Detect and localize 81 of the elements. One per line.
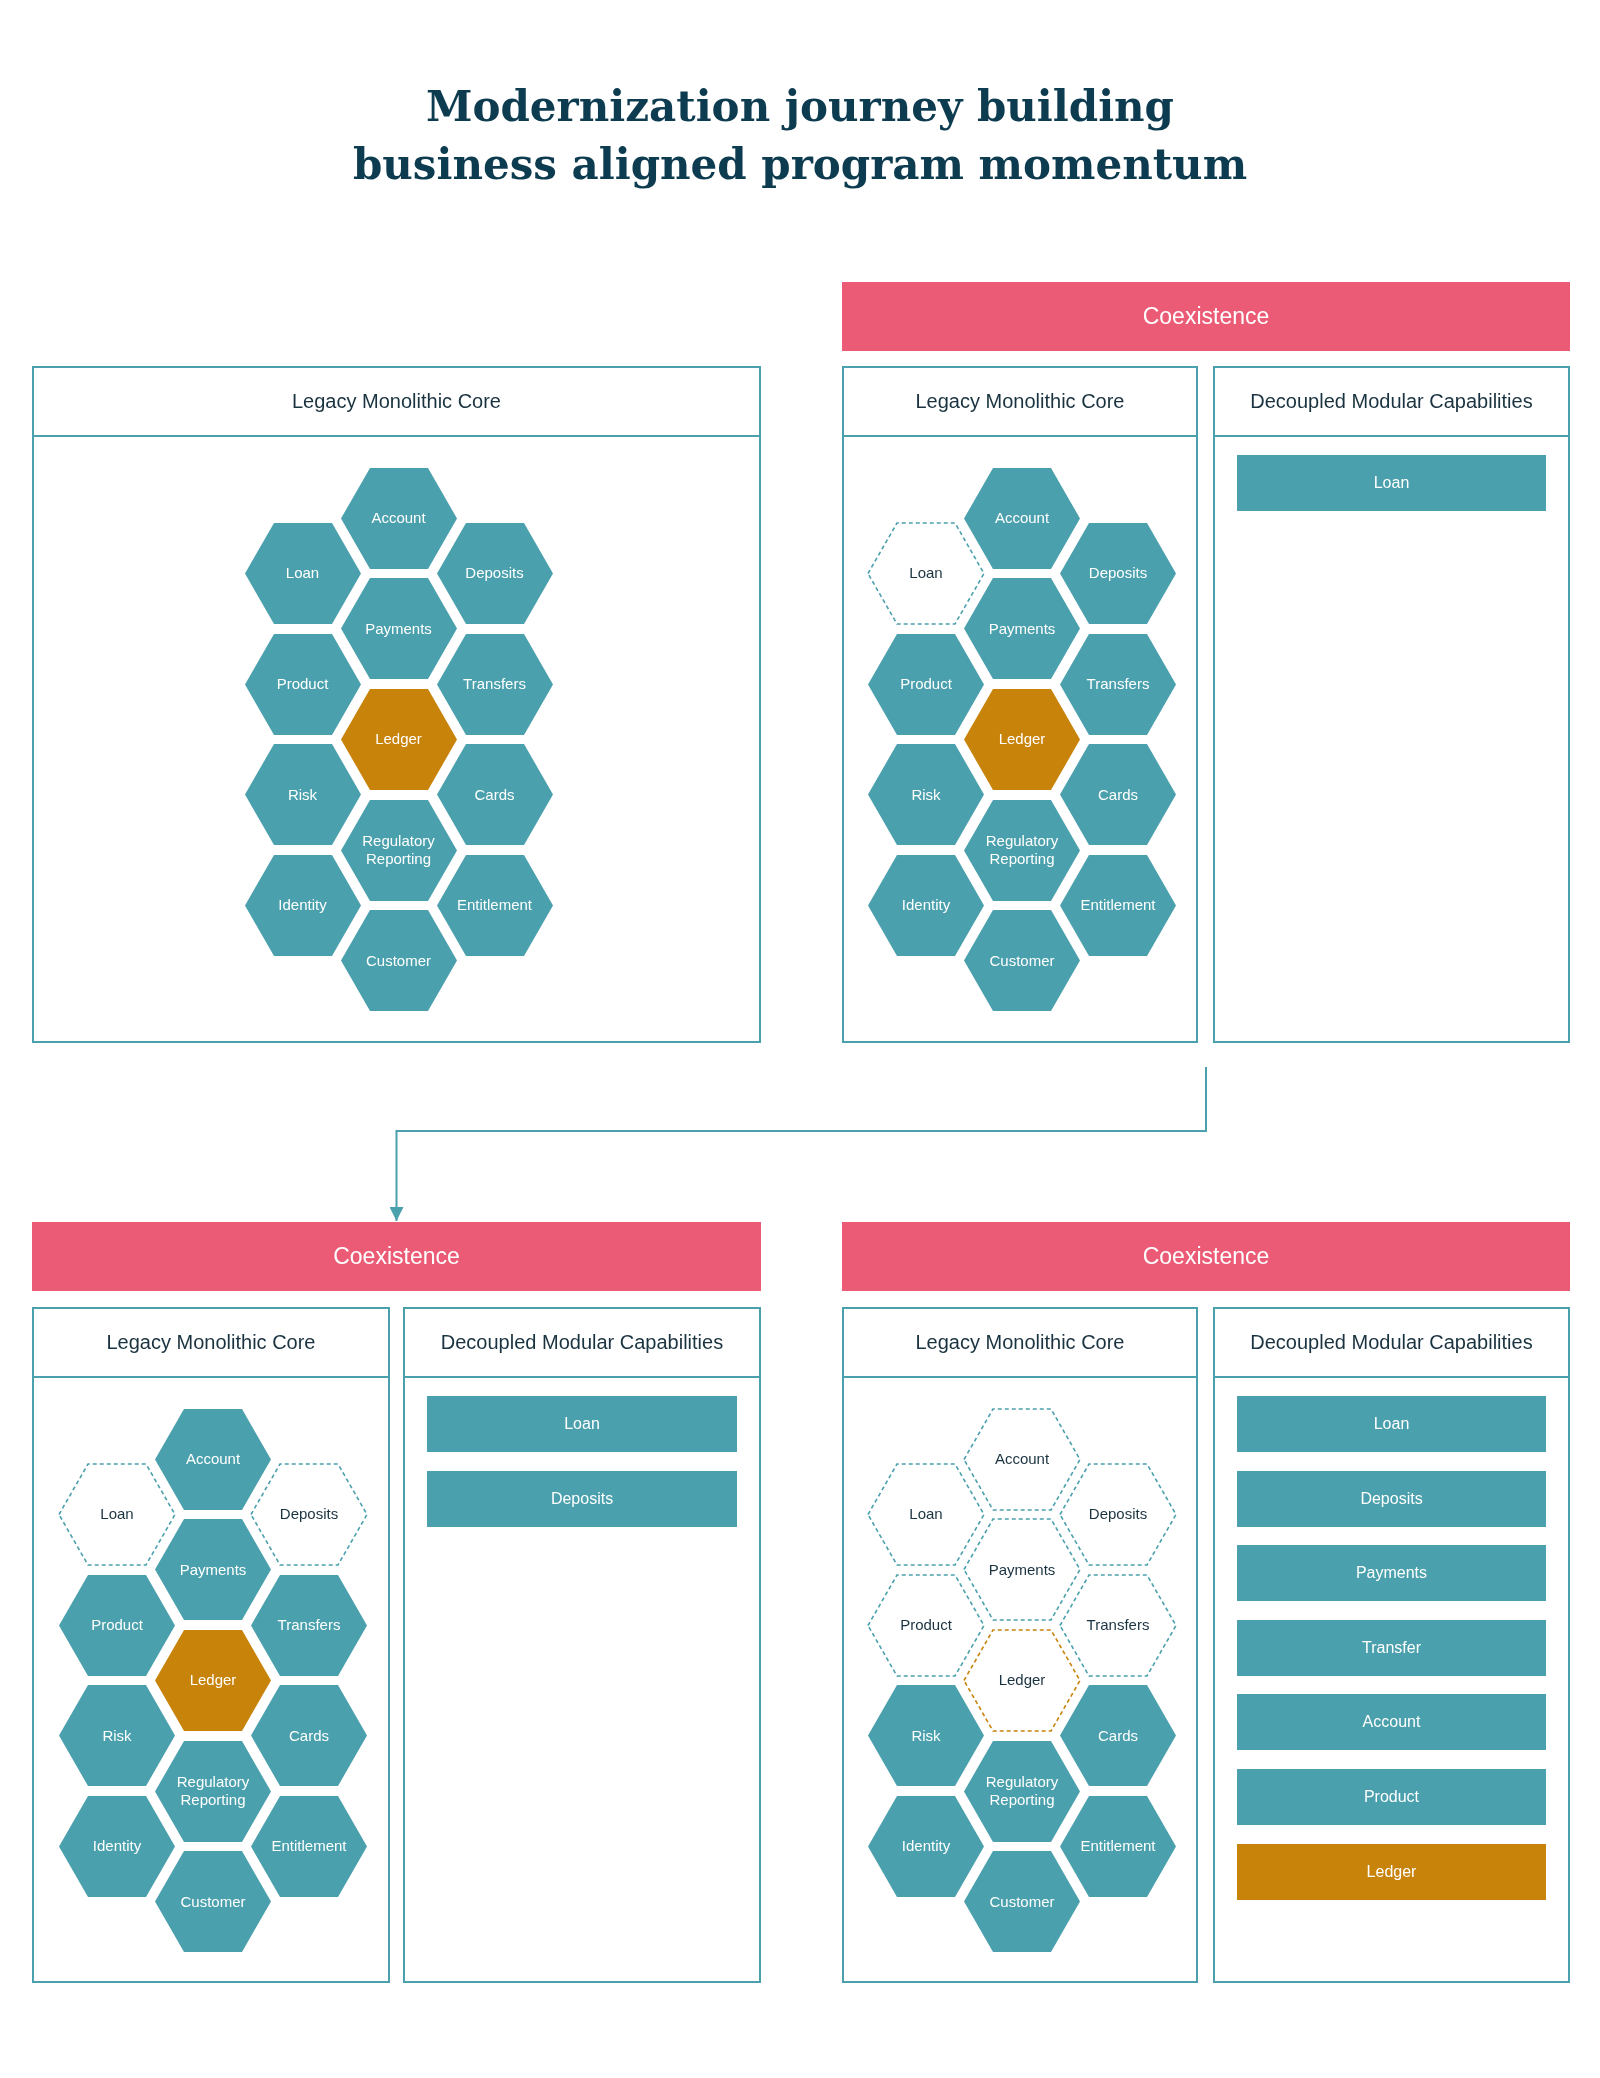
capability-bar: Deposits: [1237, 1470, 1546, 1527]
capability-bar: Account: [1237, 1694, 1546, 1751]
stage-banner: Coexistence: [842, 1222, 1570, 1291]
hexagon-tile: Product: [59, 1574, 175, 1676]
panel-header: Decoupled Modular Capabilities: [405, 1309, 759, 1378]
hexagon-tile: Account: [340, 467, 457, 569]
dashed-hexagon-tile: Payments: [964, 1519, 1080, 1621]
hexagon-tile: Regulatory Reporting: [964, 799, 1080, 901]
hexagon-tile: Transfers: [1060, 633, 1176, 735]
hexagon-tile: Identity: [868, 854, 984, 956]
dashed-hexagon-tile: Loan: [59, 1463, 175, 1565]
hexagon-tile: Deposits: [436, 522, 553, 624]
panel-header: Legacy Monolithic Core: [844, 1309, 1196, 1378]
panel: [1213, 366, 1570, 1043]
dashed-hexagon-tile: Loan: [868, 1463, 984, 1565]
panel: [403, 1307, 761, 1983]
dashed-hexagon-tile: Deposits: [251, 1463, 367, 1565]
arrow: [389, 1066, 1207, 1222]
stage-banner: Coexistence: [32, 1222, 761, 1291]
dashed-hexagon-tile: Loan: [868, 522, 984, 624]
panel: [1213, 1307, 1570, 1983]
hexagon-tile: Ledger: [340, 688, 457, 790]
hexagon-tile: Account: [155, 1408, 271, 1510]
hexagon-tile: Payments: [340, 578, 457, 680]
hexagon-tile: Identity: [59, 1795, 175, 1897]
hexagon-tile: Payments: [964, 578, 1080, 680]
hexagon-tile: Identity: [868, 1795, 984, 1897]
capability-bar: Loan: [1237, 1396, 1546, 1452]
hexagon-tile: Identity: [244, 854, 361, 956]
hexagon-tile: Transfers: [251, 1574, 367, 1676]
title: Modernization journey building business aligned program momentum: [351, 81, 1249, 191]
dashed-hexagon-tile: Transfers: [1060, 1574, 1176, 1676]
capability-bar: Ledger: [1237, 1843, 1546, 1900]
hexagon-tile: Transfers: [436, 633, 553, 735]
hexagon-tile: Entitlement: [251, 1795, 367, 1897]
hexagon-tile: Customer: [964, 910, 1080, 1012]
capability-bar: Deposits: [427, 1470, 737, 1527]
hexagon-tile: Regulatory Reporting: [340, 799, 457, 901]
capability-bar: Loan: [427, 1396, 737, 1452]
hexagon-tile: Ledger: [155, 1629, 271, 1731]
panel-header: Legacy Monolithic Core: [34, 1309, 388, 1378]
panel: [32, 366, 761, 1043]
hexagon-tile: Customer: [964, 1851, 1080, 1953]
hexagon-tile: Loan: [244, 522, 361, 624]
panel-header: Decoupled Modular Capabilities: [1215, 368, 1568, 437]
hexagon-tile: Risk: [59, 1685, 175, 1787]
hexagon-tile: Product: [244, 633, 361, 735]
hexagon-tile: Ledger: [964, 688, 1080, 790]
hexagon-tile: Risk: [244, 744, 361, 846]
hexagon-tile: Customer: [155, 1851, 271, 1953]
hexagon-tile: Cards: [251, 1685, 367, 1787]
capability-bar: Transfer: [1237, 1619, 1546, 1676]
stage-banner: Coexistence: [842, 282, 1570, 351]
hexagon-tile: Regulatory Reporting: [964, 1740, 1080, 1842]
hexagon-tile: Deposits: [1060, 522, 1176, 624]
hexagon-tile: Risk: [868, 744, 984, 846]
hexagon-tile: Product: [868, 633, 984, 735]
hexagon-tile: Cards: [1060, 1685, 1176, 1787]
dashed-hexagon-tile: Ledger: [964, 1629, 1080, 1731]
hexagon-tile: Entitlement: [436, 854, 553, 956]
dashed-hexagon-tile: Account: [964, 1408, 1080, 1510]
hexagon-tile: Entitlement: [1060, 854, 1176, 956]
panel-header: Legacy Monolithic Core: [34, 368, 759, 437]
hexagon-tile: Entitlement: [1060, 1795, 1176, 1897]
hexagon-tile: Account: [964, 467, 1080, 569]
panel: [32, 1307, 390, 1983]
hexagon-tile: Payments: [155, 1519, 271, 1621]
hexagon-tile: Regulatory Reporting: [155, 1740, 271, 1842]
panel-header: Legacy Monolithic Core: [844, 368, 1196, 437]
dashed-hexagon-tile: Deposits: [1060, 1463, 1176, 1565]
panel-header: Decoupled Modular Capabilities: [1215, 1309, 1568, 1378]
hexagon-tile: Cards: [436, 744, 553, 846]
hexagon-tile: Cards: [1060, 744, 1176, 846]
panel: [842, 366, 1198, 1043]
dashed-hexagon-tile: Product: [868, 1574, 984, 1676]
panel: [842, 1307, 1198, 1983]
capability-bar: Payments: [1237, 1545, 1546, 1602]
capability-bar: Product: [1237, 1769, 1546, 1825]
hexagon-tile: Customer: [340, 910, 457, 1012]
hexagon-tile: Risk: [868, 1685, 984, 1787]
capability-bar: Loan: [1237, 455, 1546, 511]
